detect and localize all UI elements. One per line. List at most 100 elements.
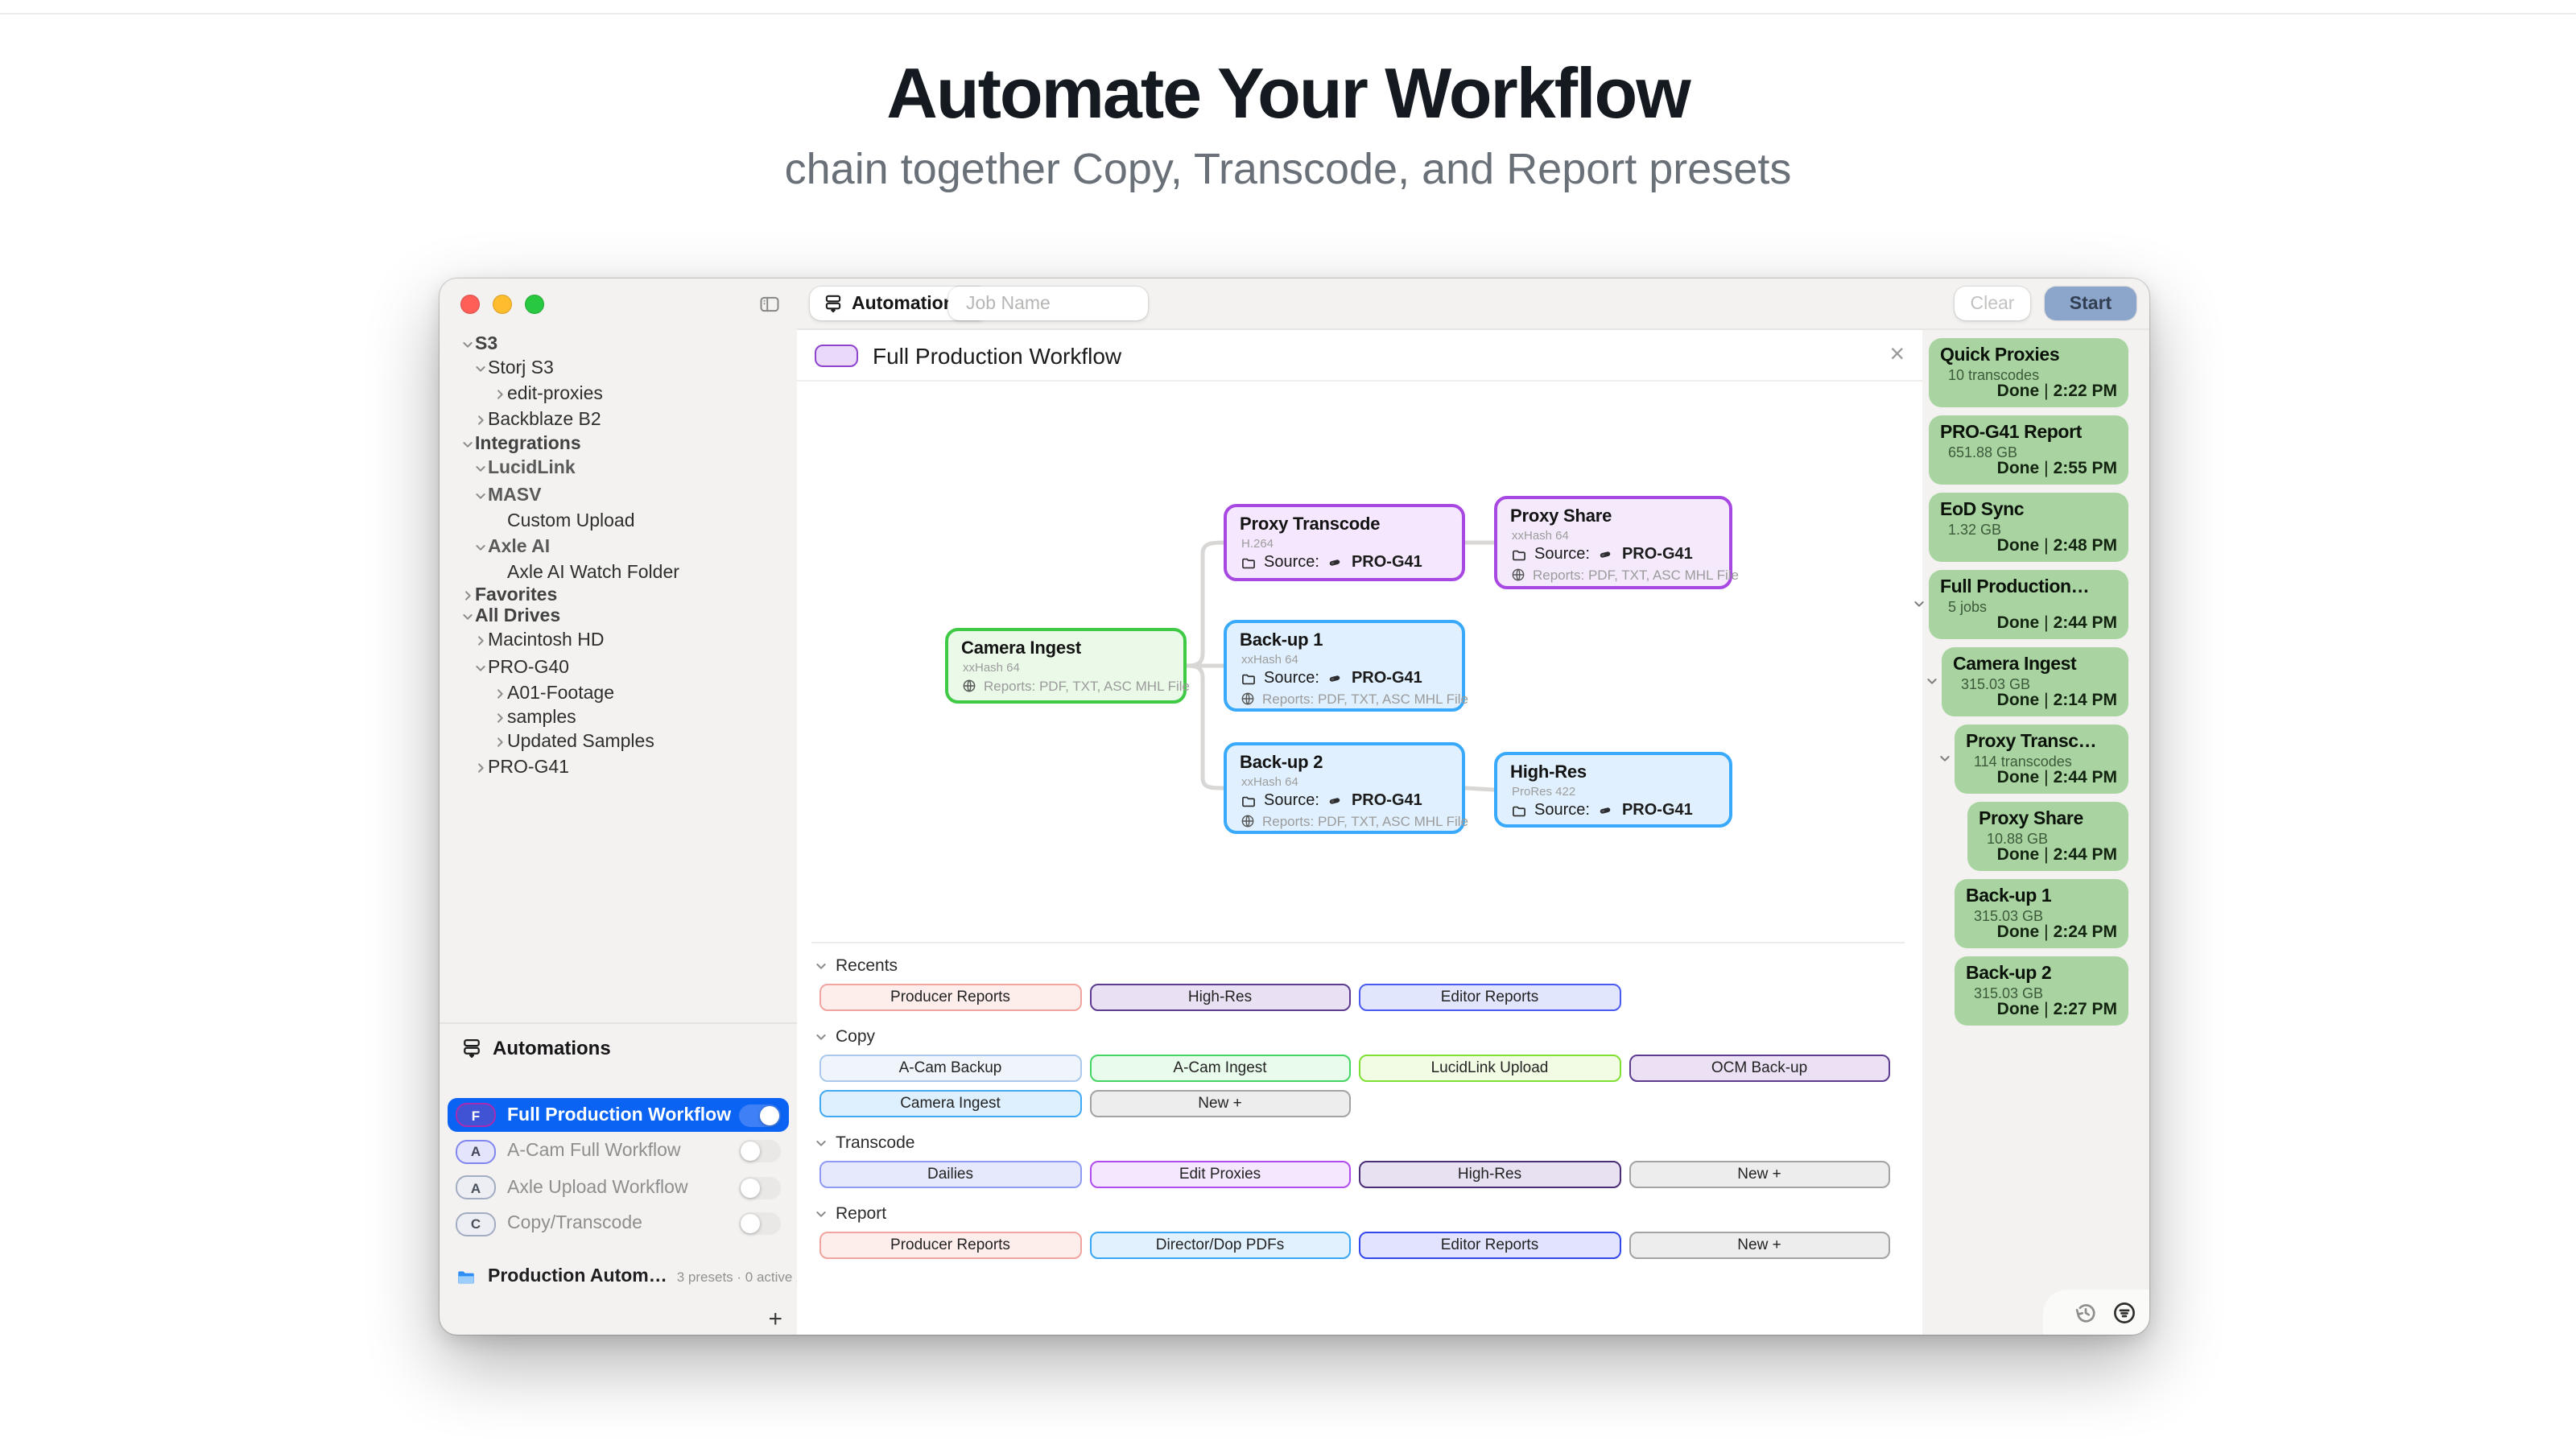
node-graph: Camera Ingest xxHash 64 Reports: PDF, TX… <box>797 380 1922 1335</box>
automation-folder-row[interactable]: Production Autom… 3 presets · 0 active → <box>454 1261 813 1293</box>
automation-toggle[interactable] <box>739 1140 781 1162</box>
tree-chevron-icon[interactable] <box>473 634 488 646</box>
automation-toggle[interactable] <box>739 1176 781 1199</box>
job-card[interactable]: Back-up 2 315.03 GB Done | 2:27 PM <box>1955 956 2128 1026</box>
app-window: Automation Clear Start S3 <box>440 279 2149 1335</box>
preset-section-header[interactable]: Report <box>815 1204 1905 1224</box>
preset-chip[interactable]: Edit Proxies <box>1089 1161 1351 1188</box>
sidebar-item[interactable]: Integrations <box>440 433 797 454</box>
tree-chevron-icon[interactable] <box>493 566 507 579</box>
job-name-input[interactable] <box>963 292 1133 315</box>
sidebar-item[interactable]: PRO-G40 <box>440 654 797 681</box>
preset-chip[interactable]: Editor Reports <box>1359 1232 1620 1259</box>
preset-chip[interactable]: A-Cam Backup <box>819 1055 1081 1082</box>
automation-item[interactable]: A Axle Upload Workflow <box>448 1170 789 1204</box>
tree-chevron-icon[interactable] <box>473 540 488 553</box>
chevron-down-icon[interactable] <box>1938 752 1951 765</box>
preset-chip[interactable]: New + <box>1089 1090 1351 1117</box>
job-card[interactable]: Proxy Transc… 114 transcodes Done | 2:44… <box>1940 724 2128 794</box>
chevron-down-icon[interactable] <box>1913 597 1926 610</box>
preset-chip[interactable]: Editor Reports <box>1359 984 1620 1011</box>
start-button[interactable]: Start <box>2045 287 2136 320</box>
tree-chevron-icon[interactable] <box>460 437 475 450</box>
job-card[interactable]: Full Production… 5 jobs Done | 2:44 PM <box>1914 570 2128 639</box>
automation-item[interactable]: A A-Cam Full Workflow <box>448 1134 789 1168</box>
automation-item[interactable]: C Copy/Transcode <box>448 1207 789 1241</box>
job-card[interactable]: Proxy Share 10.88 GB Done | 2:44 PM <box>1967 802 2128 871</box>
tree-chevron-icon[interactable] <box>473 661 488 674</box>
workflow-node[interactable]: Proxy Transcode H.264 Source: PRO-G41 <box>1224 504 1465 581</box>
automation-toggle[interactable] <box>739 1212 781 1235</box>
preset-chip[interactable]: LucidLink Upload <box>1359 1055 1620 1082</box>
history-icon[interactable] <box>2072 1299 2099 1327</box>
tree-chevron-icon[interactable] <box>460 609 475 622</box>
tree-chevron-icon[interactable] <box>473 461 488 474</box>
close-window-button[interactable] <box>460 295 480 314</box>
tree-chevron-icon[interactable] <box>460 337 475 350</box>
automation-toggle[interactable] <box>739 1104 781 1126</box>
sidebar-item[interactable]: Macintosh HD <box>440 626 797 654</box>
preset-chip[interactable]: OCM Back-up <box>1629 1055 1890 1082</box>
preset-chip[interactable]: Camera Ingest <box>819 1090 1081 1117</box>
workflow-node[interactable]: Back-up 1 xxHash 64 Source: PRO-G41 <box>1224 620 1468 712</box>
preset-chip[interactable]: Dailies <box>819 1161 1081 1188</box>
sidebar-item[interactable]: Backblaze B2 <box>440 406 797 433</box>
automation-item[interactable]: F Full Production Workflow <box>448 1098 789 1132</box>
sidebar-item[interactable]: A01-Footage <box>440 681 797 705</box>
globe-icon <box>1240 691 1256 707</box>
preset-chip[interactable]: Producer Reports <box>819 1232 1081 1259</box>
sidebar-item[interactable]: Updated Samples <box>440 729 797 753</box>
workflow-node[interactable]: High-Res ProRes 422 Source: PRO-G41 <box>1494 752 1732 828</box>
preset-section-header[interactable]: Transcode <box>815 1133 1905 1153</box>
preset-chip[interactable]: High-Res <box>1089 984 1351 1011</box>
tree-chevron-icon[interactable] <box>493 711 507 724</box>
minimize-window-button[interactable] <box>493 295 512 314</box>
preset-section-header[interactable]: Recents <box>815 956 1905 976</box>
job-card[interactable]: Quick Proxies 10 transcodes Done | 2:22 … <box>1929 338 2128 407</box>
workflow-node[interactable]: Proxy Share xxHash 64 Source: PRO-G41 <box>1494 496 1739 589</box>
tree-chevron-icon[interactable] <box>473 361 488 374</box>
close-icon[interactable]: × <box>1889 341 1905 368</box>
sidebar-item[interactable]: Axle AI Watch Folder <box>440 560 797 584</box>
sidebar-item[interactable]: MASV <box>440 481 797 509</box>
sidebar-item[interactable]: PRO-G41 <box>440 753 797 781</box>
workflow-node[interactable]: Camera Ingest xxHash 64 Reports: PDF, TX… <box>945 628 1190 704</box>
job-card[interactable]: Camera Ingest 315.03 GB Done | 2:14 PM <box>1927 647 2128 716</box>
sidebar-toggle-icon[interactable] <box>757 293 782 316</box>
tree-chevron-icon[interactable] <box>460 588 475 601</box>
tree-chevron-icon[interactable] <box>473 489 488 502</box>
tree-chevron-icon[interactable] <box>473 761 488 774</box>
preset-chip[interactable]: High-Res <box>1359 1161 1620 1188</box>
sidebar-item[interactable]: Custom Upload <box>440 509 797 533</box>
zoom-window-button[interactable] <box>525 295 544 314</box>
job-card[interactable]: Back-up 1 315.03 GB Done | 2:24 PM <box>1955 879 2128 948</box>
tree-chevron-icon[interactable] <box>493 687 507 700</box>
add-automation-button[interactable]: + <box>768 1306 782 1333</box>
sidebar-item[interactable]: LucidLink <box>440 454 797 481</box>
tree-chevron-icon[interactable] <box>493 735 507 748</box>
job-card[interactable]: EoD Sync 1.32 GB Done | 2:48 PM <box>1929 493 2128 562</box>
chevron-down-icon[interactable] <box>1926 675 1938 687</box>
preset-chip[interactable]: New + <box>1629 1232 1890 1259</box>
filter-icon[interactable] <box>2111 1299 2138 1327</box>
job-status-label: Done <box>1996 536 2040 555</box>
tree-chevron-icon[interactable] <box>493 387 507 400</box>
workflow-node[interactable]: Back-up 2 xxHash 64 Source: PRO-G41 <box>1224 742 1468 834</box>
sidebar-item[interactable]: All Drives <box>440 605 797 626</box>
preset-chip[interactable]: Director/Dop PDFs <box>1089 1232 1351 1259</box>
job-card[interactable]: PRO-G41 Report 651.88 GB Done | 2:55 PM <box>1929 415 2128 485</box>
clear-button[interactable]: Clear <box>1955 287 2030 320</box>
sidebar-item[interactable]: Axle AI <box>440 533 797 560</box>
preset-section-header[interactable]: Copy <box>815 1027 1905 1046</box>
tree-chevron-icon[interactable] <box>493 514 507 527</box>
sidebar-item[interactable]: Storj S3 <box>440 354 797 382</box>
workflow-color-badge[interactable] <box>815 344 858 366</box>
sidebar-item[interactable]: edit-proxies <box>440 382 797 406</box>
sidebar-item[interactable]: Favorites <box>440 584 797 605</box>
tree-chevron-icon[interactable] <box>473 413 488 426</box>
preset-chip[interactable]: A-Cam Ingest <box>1089 1055 1351 1082</box>
preset-chip[interactable]: New + <box>1629 1161 1890 1188</box>
sidebar-item[interactable]: S3 <box>440 333 797 354</box>
preset-chip[interactable]: Producer Reports <box>819 984 1081 1011</box>
sidebar-item[interactable]: samples <box>440 705 797 729</box>
